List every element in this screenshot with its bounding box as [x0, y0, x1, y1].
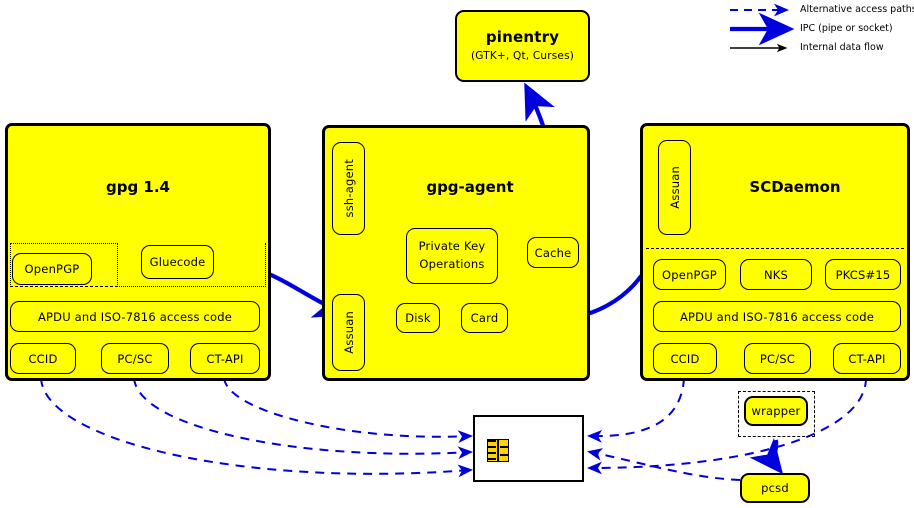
wrapper-box[interactable]: wrapper: [744, 396, 808, 426]
legend-label-alt-path: Alternative access paths: [800, 4, 914, 15]
scdaemon-driver-ccid[interactable]: CCID: [653, 343, 717, 374]
legend-item-alt-path: Alternative access paths: [724, 3, 914, 21]
gpg-agent-disk-label: Disk: [405, 311, 431, 325]
smartcard[interactable]: [473, 415, 584, 482]
legend: Alternative access paths IPC (pipe or so…: [724, 2, 914, 60]
gpg-agent-ssh-agent-label: ssh-agent: [341, 159, 356, 218]
scdaemon-assuan-box[interactable]: Assuan: [658, 140, 691, 235]
scdaemon-app-pkcs15[interactable]: PKCS#15: [825, 259, 901, 290]
scdaemon-app-openpgp-label: OpenPGP: [662, 267, 717, 282]
panel-gpg[interactable]: [5, 123, 271, 381]
gpg-agent-disk-box[interactable]: Disk: [396, 303, 440, 333]
gpg-agent-ssh-agent-box[interactable]: ssh-agent: [332, 142, 365, 235]
scdaemon-driver-ccid-label: CCID: [670, 351, 700, 366]
private-key-ops-line1: Private Key: [418, 239, 486, 254]
gpg-driver-ctapi[interactable]: CT-API: [190, 343, 260, 374]
scdaemon-divider: [646, 248, 904, 249]
smartcard-chip-icon: [487, 439, 509, 462]
pinentry-box[interactable]: pinentry (GTK+, Qt, Curses): [455, 10, 590, 82]
gpg-driver-pcsc-label: PC/SC: [117, 351, 153, 366]
alt-path-scd-ccid-to-card: [587, 377, 685, 443]
legend-item-ipc: IPC (pipe or socket): [724, 22, 914, 40]
legend-label-ipc: IPC (pipe or socket): [800, 23, 893, 34]
panel-gpg-title: gpg 1.4: [105, 178, 170, 196]
scdaemon-app-openpgp[interactable]: OpenPGP: [653, 259, 726, 290]
gpg-agent-assuan-box[interactable]: Assuan: [332, 294, 365, 371]
gpg-agent-assuan-label: Assuan: [341, 311, 356, 354]
pcsd-box[interactable]: pcsd: [740, 473, 810, 503]
gpg-region-divider: [10, 286, 118, 287]
scdaemon-app-nks-label: NKS: [763, 267, 789, 282]
gpg-apdu-label: APDU and ISO-7816 access code: [37, 309, 233, 324]
alt-path-gpg-ctapi-to-card: [223, 377, 473, 443]
gpg-driver-ccid[interactable]: CCID: [10, 343, 76, 374]
private-key-ops-line2: Operations: [419, 257, 485, 271]
scdaemon-app-nks[interactable]: NKS: [740, 259, 812, 290]
scdaemon-assuan-label: Assuan: [667, 166, 682, 209]
pcsd-label: pcsd: [761, 481, 789, 495]
gpg-driver-ccid-label: CCID: [28, 351, 58, 366]
legend-item-internal: Internal data flow: [724, 41, 914, 59]
alt-path-scd-ctapi-to-card: [587, 377, 867, 475]
gpg-openpgp-label: OpenPGP: [24, 262, 80, 276]
panel-gpg-agent-title: gpg-agent: [426, 178, 514, 196]
panel-scdaemon-title: SCDaemon: [749, 178, 841, 196]
gpg-card-access-region-lower: [117, 243, 266, 287]
scdaemon-app-pkcs15-label: PKCS#15: [835, 267, 891, 282]
scdaemon-driver-ctapi-label: CT-API: [848, 351, 886, 366]
alt-path-pcsd-to-card: [587, 448, 741, 481]
gpg-driver-ctapi-label: CT-API: [206, 351, 244, 366]
gpg-agent-private-key-operations-box[interactable]: Private Key Operations: [406, 228, 498, 284]
alt-path-gpg-pcsc-to-card: [133, 377, 473, 460]
pinentry-subtitle: (GTK+, Qt, Curses): [470, 49, 575, 62]
wrapper-label: wrapper: [751, 404, 801, 418]
gpg-agent-card-box[interactable]: Card: [461, 303, 508, 333]
legend-label-internal: Internal data flow: [800, 42, 884, 53]
gpg-openpgp-box[interactable]: OpenPGP: [12, 253, 92, 285]
gpg-driver-pcsc[interactable]: PC/SC: [101, 343, 169, 374]
scdaemon-driver-pcsc[interactable]: PC/SC: [744, 343, 811, 374]
gpg-agent-cache-label: Cache: [534, 245, 572, 260]
pinentry-title: pinentry: [485, 28, 560, 47]
gpg-agent-card-label: Card: [470, 311, 499, 325]
scdaemon-driver-ctapi[interactable]: CT-API: [833, 343, 901, 374]
scdaemon-driver-pcsc-label: PC/SC: [759, 351, 796, 366]
ipc-wrapper-to-pcsd: [749, 437, 783, 475]
gpg-agent-cache-box[interactable]: Cache: [527, 237, 579, 268]
scdaemon-apdu-label: APDU and ISO-7816 access code: [679, 309, 875, 324]
gpg-card-access-region-upper: [10, 243, 118, 287]
gpg-apdu-box[interactable]: APDU and ISO-7816 access code: [10, 301, 260, 332]
gpg-gluecode-label: Gluecode: [149, 255, 206, 269]
alt-path-gpg-ccid-to-card: [40, 377, 473, 478]
gpg-gluecode-box[interactable]: Gluecode: [141, 245, 214, 279]
wrapper-frame: [738, 391, 815, 437]
scdaemon-apdu-box[interactable]: APDU and ISO-7816 access code: [653, 301, 901, 332]
